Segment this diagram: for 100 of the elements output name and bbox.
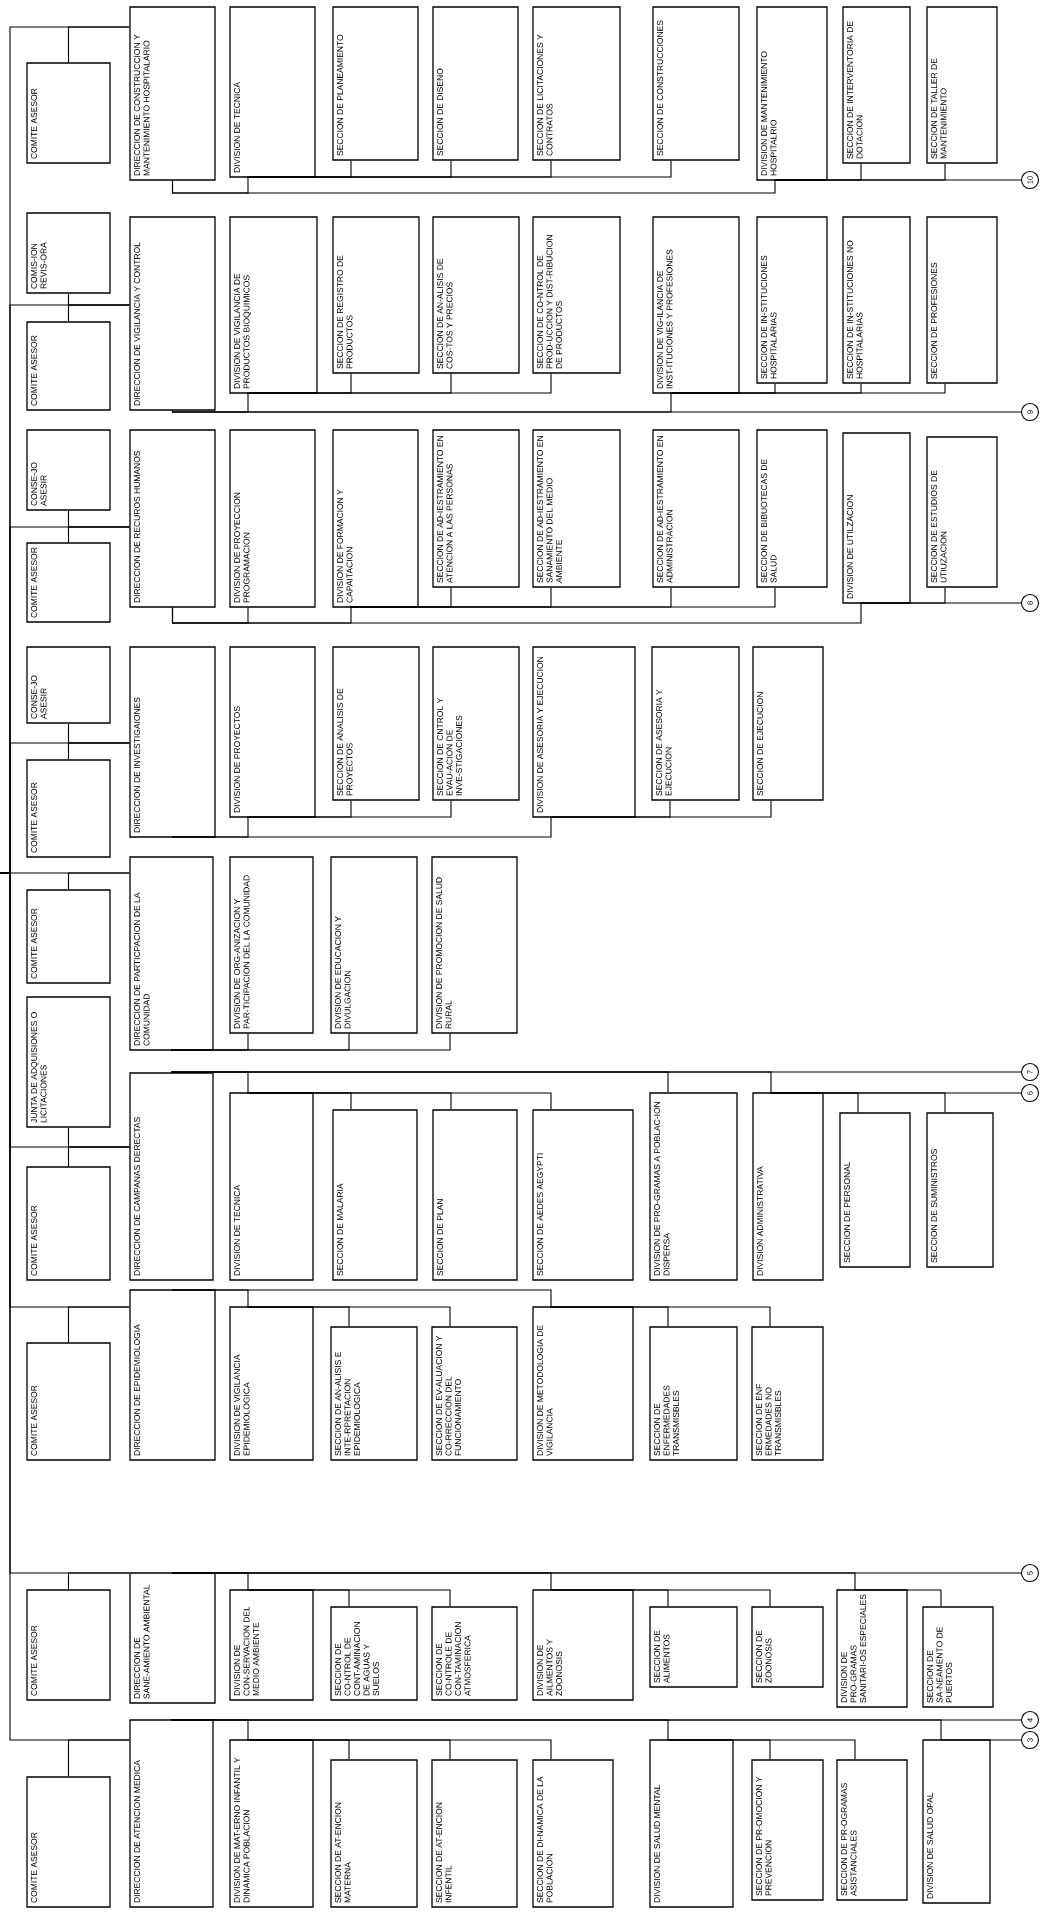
unit-box: DIRECCION DE ATENCION MEDICA xyxy=(129,1719,214,1908)
unit-box: DIVISION DE ORG-ANIZACION Y PAR-TICIPACION DEL LA COMUNIDAD xyxy=(229,856,314,1034)
unit-box: DIVISION DE TECNICA xyxy=(229,6,316,178)
connector-line xyxy=(171,1288,552,1307)
unit-box: COMITE ASESOR xyxy=(26,62,111,164)
connector-line xyxy=(667,1738,856,1760)
connector-line xyxy=(67,1739,130,1777)
unit-box: SECCION DE ZOONOSIS xyxy=(751,1606,824,1688)
unit-box: SECCION DE LICITACIONES Y CONTRATOS xyxy=(532,6,621,161)
unit-box: DIVISION DE EDUCACION Y DIVULGACION xyxy=(330,856,418,1034)
connector-line xyxy=(67,1306,130,1343)
unit-box: SECCION DE PLANEAMIENTO xyxy=(332,6,419,161)
connector-line xyxy=(550,1588,771,1607)
unit-box: SECCION DE ENFERMEDADES TRANSMISBLES xyxy=(649,1326,738,1461)
unit-box: SECCION DE ESTUDIOS DE UTIUZACION xyxy=(926,436,998,588)
unit-box: DIVISION DE VIGILANCIA DE PRODUCTOS BIOQUIMICOS xyxy=(229,216,318,394)
unit-box: SECCION DE AD-IESTRAMIENTO EN ADMINISTRACION xyxy=(652,429,740,588)
unit-box: JUNTA DE ADQUISIONES O LICITACIONES xyxy=(26,996,111,1128)
connector-line xyxy=(170,1718,1022,1721)
unit-box: COMITE ASESOR xyxy=(26,759,111,858)
connector-line xyxy=(350,587,776,609)
unit-box: DIVISION DE UTILZACION xyxy=(842,432,911,604)
unit-box: SECCION DE AT-ENCION INFENTIL xyxy=(431,1759,518,1908)
unit-box: SECCION DE EJECUCION xyxy=(752,646,824,801)
unit-box: SECCION DE PROFESIONES xyxy=(926,216,998,384)
unit-box: SECCION DE DI-NAMICA DE LA POBLACION xyxy=(532,1759,614,1908)
unit-box: COMITE ASESOR xyxy=(26,889,111,984)
unit-box: COMITE ASESOR xyxy=(26,1342,111,1461)
unit-box: SECCION DE AN-ALISIS DE COS-TOS Y PRECIOS xyxy=(432,216,520,374)
connector-line xyxy=(67,304,130,322)
unit-box: DIVISION DE CON-SERVACION DEL MEDIO AMBIENTE xyxy=(229,1589,314,1701)
connector-line xyxy=(67,26,130,63)
unit-box: COMITE ASESOR xyxy=(26,1776,111,1908)
unit-box: SECCION DE ASESORIA Y EJECUCION xyxy=(651,646,740,801)
unit-box: CONSE-JO ASESIR xyxy=(26,646,111,724)
connector-line xyxy=(67,742,130,760)
unit-box: DIVISION DE MAT-ERNO INFANTIL Y DINAMICA POBLACION xyxy=(229,1739,314,1908)
unit-box: SECCION DE EV-ALUACION Y CO-RRECCION DEL FUNCIONAMIENTO xyxy=(431,1326,518,1461)
unit-box: DIVISION DE FORMACION Y CAPAITACION xyxy=(332,429,419,608)
connector-line xyxy=(670,383,946,395)
unit-box: SECCION DE INTERVENTORIA DE DOTACION xyxy=(842,6,911,164)
unit-box: SECCION DE PERSONAL xyxy=(839,1112,911,1268)
unit-box: SECCION DE PLAN xyxy=(432,1109,518,1281)
unit-box: SECCION DE TALLER DE MANTENIMIENTO xyxy=(926,6,998,164)
unit-box: DIVISION DE AILMENTOS Y ZOONOSIS xyxy=(532,1589,634,1701)
unit-box: DIVISION ADMINISTRATIVA xyxy=(752,1092,824,1281)
connector-line xyxy=(170,1033,451,1052)
unit-box: SECCION DE ENF ERMEDADES NO TRANSMISBLES xyxy=(751,1326,824,1461)
unit-box: SECCION DE AD-IESTRAMIENTO EN ATENCION A LAS PERSONAS xyxy=(432,429,520,588)
unit-box: SECCION DE BIBUOTECAS DE SALUD xyxy=(756,429,828,588)
unit-box: SECCION DE SUMINISTROS xyxy=(926,1112,994,1268)
unit-box: SECCION DE AT-ENCION MATERNA xyxy=(330,1759,418,1908)
connector-line xyxy=(247,800,452,819)
unit-box: SECCION DE IN-STITUCIONES NO HOSPITALARIAS xyxy=(842,216,911,384)
connector-line xyxy=(67,526,130,543)
unit-box: COMITE ASESOR xyxy=(26,1166,111,1281)
unit-box: COMITE ASESOR xyxy=(26,542,111,623)
unit-box: DIVISION DE PRO-GRAMAS SANITARI-OS ESPECIALES xyxy=(836,1589,908,1708)
connector-line xyxy=(171,817,552,839)
connector-line xyxy=(170,1071,1022,1073)
unit-box: COMIS-ION REVIS-ORA xyxy=(26,212,111,294)
unit-box: DIVISION DE TECNICA xyxy=(229,1092,314,1281)
connector-line xyxy=(860,602,1022,605)
unit-box: SECCION DE ALIMENTOS xyxy=(649,1606,738,1688)
connector-line xyxy=(247,1738,552,1760)
unit-box: DIVISION DE VIGILANCIA EPIDEMIOLOGICA xyxy=(229,1306,314,1461)
connector-line xyxy=(247,1588,451,1607)
connector-line xyxy=(940,1738,1022,1741)
unit-box: DIRECCION DE CAMPANAS DERECTAS xyxy=(129,1072,214,1281)
connector-line xyxy=(550,800,772,819)
unit-box: SECCION DE CO-NTROL DE PROD-UCCION Y DIST-RIBUCION DE PRODUCTOS xyxy=(532,216,621,374)
connector-line xyxy=(247,1091,552,1110)
connector-line xyxy=(67,872,130,890)
unit-box: SECCION DE DISENO xyxy=(432,6,519,161)
unit-box: SECCION DE AEDES AEGYPTI xyxy=(532,1109,634,1281)
unit-box: SECCION DE PR-OGRAMAS ASISTANCIALES xyxy=(836,1759,908,1901)
unit-box: DIRECCION DE CONSTRUCCION Y MANTENIMIENTO HOSPITALARIO xyxy=(129,6,216,181)
unit-box: SECCION DE IN-STITUCIONES HOSPITALARIAS xyxy=(756,216,828,384)
connector-line xyxy=(854,1588,942,1607)
connector-line xyxy=(770,1091,1022,1094)
unit-box: DIRECCION DE PARTICPACION DE LA COMUNIDAD xyxy=(129,856,214,1051)
unit-box: SECCION DE CNTROL Y EVAU-ACION DE INVE-STIGACIONES xyxy=(432,646,520,801)
unit-box: DIVISION DE SALUD OPAL xyxy=(922,1739,991,1904)
unit-box: SECCION DE MALARIA xyxy=(332,1109,418,1281)
unit-box: DIVISION DE ASESORIA Y EJECUCION xyxy=(532,646,636,818)
unit-box: COMITE ASESOR xyxy=(26,1589,111,1701)
unit-box: DIVISION DE PROMOCION DE SALUD RURAL xyxy=(431,856,518,1034)
unit-box: DIVISION DE SALUD MENTAL xyxy=(649,1739,734,1908)
unit-box: SECCION DE PR-OMOCION Y PREVENCION xyxy=(751,1759,824,1901)
unit-box: SECCION DE AN-ALISIS E INTE-RPRETACION EPIDEMIOLOGICA xyxy=(330,1326,418,1461)
unit-box: COMITE ASESOR xyxy=(26,321,111,411)
connector-line xyxy=(171,180,776,194)
unit-box: SECCION DE AD-IESTRAMIENTO EN SANAMIENTO DEL MEDIO AMBIENTE xyxy=(532,429,621,588)
unit-box: SECCION DE CONSTRUCCIONES xyxy=(652,6,740,161)
unit-box: DIVISION DE PROYECTOS xyxy=(229,646,316,818)
connector-line xyxy=(247,160,672,179)
unit-box: DIVISION DE PROYECCION PROGRAMACION xyxy=(229,429,316,608)
unit-box: DIRECCION DE EPIDEMIOLOGIA xyxy=(129,1289,216,1461)
unit-box: DIRECCION DE RECUROS HUMANOS xyxy=(129,429,216,608)
connector-line xyxy=(550,1305,771,1327)
